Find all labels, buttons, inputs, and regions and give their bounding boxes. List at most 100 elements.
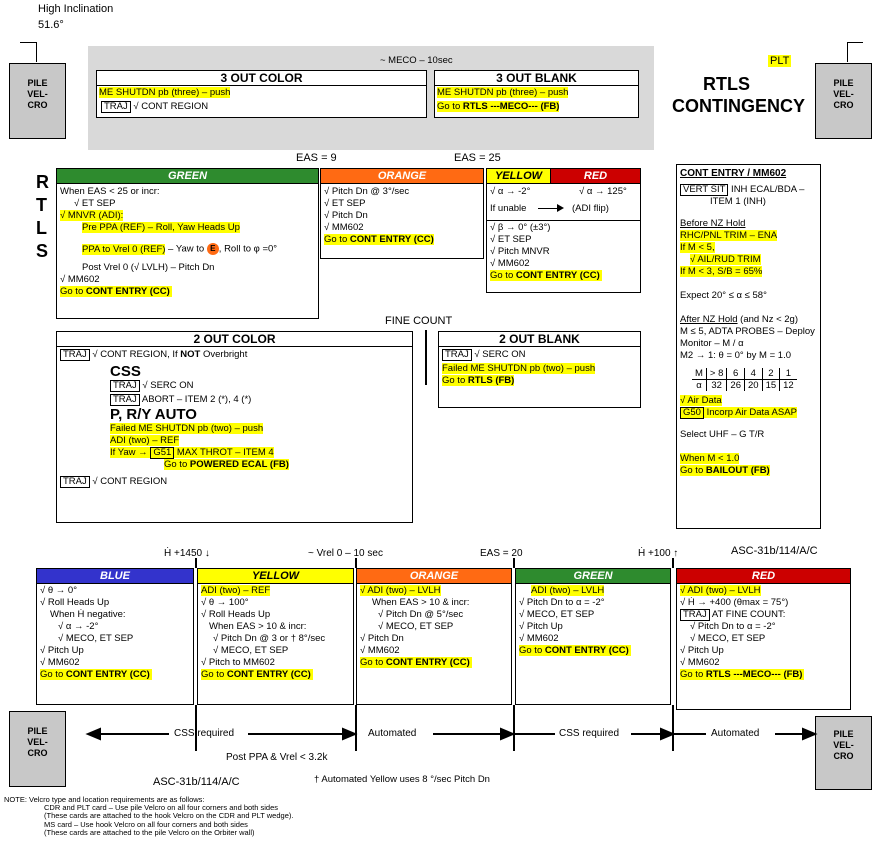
step-text: √ Pitch Dn bbox=[360, 633, 404, 644]
arrow-right-icon bbox=[538, 208, 558, 209]
regime-divider bbox=[195, 558, 197, 568]
step-text: √ CONT REGION bbox=[133, 101, 209, 112]
step-text: ME SHUTDN pb (three) – push bbox=[437, 87, 569, 98]
goto-text: Go to RTLS (FB) bbox=[442, 375, 515, 386]
step-text: √ Pitch Dn @ 3 or † 8°/sec bbox=[213, 633, 326, 644]
step-text: After NZ Hold bbox=[680, 314, 738, 325]
step-text: ITEM 1 (INH) bbox=[710, 196, 766, 207]
step-text: (and Nz < 2g) bbox=[737, 314, 799, 325]
traj-key: TRAJ bbox=[442, 349, 472, 361]
box-title: BLUE bbox=[37, 569, 193, 584]
step-text: √ Air Data bbox=[680, 395, 722, 406]
step-text: Expect 20° ≤ α ≤ 58° bbox=[680, 290, 767, 301]
traj-key: TRAJ bbox=[60, 349, 90, 361]
regime-divider bbox=[513, 558, 515, 568]
orange-regime-box: ORANGE √ ADI (two) – LVLH When EAS > 10 … bbox=[356, 568, 512, 705]
step-text: ADI (two) – LVLH bbox=[531, 585, 605, 596]
regime-divider bbox=[195, 705, 197, 751]
orange-regime-box: ORANGE √ Pitch Dn @ 3°/sec √ ET SEP √ Pi… bbox=[320, 168, 484, 259]
step-text: √ θ → 100° bbox=[201, 597, 249, 608]
step-text: √ MECO, ET SEP bbox=[378, 621, 454, 632]
goto-text: Go to CONT ENTRY (CC) bbox=[360, 657, 472, 668]
table-cell: 12 bbox=[779, 379, 797, 391]
e-flag-icon: E bbox=[206, 243, 219, 255]
goto-text: Go to RTLS ---MECO--- (FB) bbox=[680, 669, 805, 680]
g51-key: G51 bbox=[150, 447, 175, 459]
step-text: NOT bbox=[180, 349, 201, 360]
step-text: When Ḣ negative: bbox=[50, 609, 126, 620]
corner-mark bbox=[36, 42, 37, 62]
fine-count-label: FINE COUNT bbox=[385, 315, 453, 327]
box-title: YELLOW bbox=[198, 569, 353, 584]
step-text: √ CONT REGION bbox=[89, 476, 168, 487]
fine-count-divider bbox=[425, 330, 427, 385]
step-text: Overbright bbox=[200, 349, 248, 360]
box-title: 3 OUT BLANK bbox=[435, 71, 638, 86]
table-cell: 4 bbox=[743, 368, 763, 380]
step-text: G50 Incorp Air Data ASAP bbox=[680, 407, 797, 419]
page-title-line2: CONTINGENCY bbox=[672, 96, 806, 116]
box-title: 2 OUT COLOR bbox=[57, 332, 412, 347]
card-id: ASC-31b/114/A/C bbox=[731, 545, 818, 557]
green-regime-box: GREEN When EAS < 25 or incr: √ ET SEP √ … bbox=[56, 168, 319, 319]
step-text: When EAS > 10 & incr: bbox=[209, 621, 307, 632]
step-text: √ Pitch Dn bbox=[324, 210, 368, 221]
step-text: √ Pitch Dn @ 5°/sec bbox=[378, 609, 464, 620]
goto-text: Go to CONT ENTRY (CC) bbox=[519, 645, 631, 656]
css-heading: CSS bbox=[110, 363, 141, 380]
arrow-head bbox=[802, 727, 818, 741]
step-text: √ MECO, ET SEP bbox=[519, 609, 595, 620]
eas-label: EAS = 20 bbox=[480, 548, 523, 559]
velcro-note: NOTE: Velcro type and location requireme… bbox=[4, 795, 294, 837]
hdot-label: Ḣ +100 ↑ bbox=[638, 548, 679, 559]
step-text: √ β → 0° (±3°) bbox=[490, 222, 551, 233]
three-out-color-box: 3 OUT COLOR ME SHUTDN pb (three) – push … bbox=[96, 70, 427, 118]
step-text: √ MECO, ET SEP bbox=[690, 633, 766, 644]
step-text: √ α → -2° bbox=[58, 621, 99, 632]
step-text: √ Pitch Dn to α = -2° bbox=[690, 621, 776, 632]
table-cell: 32 bbox=[705, 379, 727, 391]
step-text: √ Pitch Dn @ 3°/sec bbox=[324, 186, 410, 197]
step-text: √ Ḣ → +400 (θmax = 75°) bbox=[680, 597, 789, 608]
step-text: √ Roll Heads Up bbox=[40, 597, 110, 608]
step-text: √ Pitch Up bbox=[680, 645, 724, 656]
step-text: RHC/PNL TRIM – ENA bbox=[680, 230, 778, 241]
table-cell: 2 bbox=[761, 368, 780, 380]
meco-label: ~ MECO – 10sec bbox=[380, 55, 453, 66]
vrel-label: ~ Vrel 0 – 10 sec bbox=[308, 548, 383, 559]
vert-sit-key: VERT SIT bbox=[680, 184, 729, 196]
step-text: √ MM602 bbox=[519, 633, 559, 644]
step-text: When EAS < 25 or incr: bbox=[60, 186, 160, 197]
step-text: √ MECO, ET SEP bbox=[213, 645, 289, 656]
goto-text: Go to CONT ENTRY (CC) bbox=[201, 669, 313, 680]
step-text: Select UHF – G T/R bbox=[680, 429, 765, 440]
two-out-color-box: 2 OUT COLOR TRAJ √ CONT REGION, If NOT O… bbox=[56, 331, 413, 523]
yellow-red-regime-box: YELLOW RED √ α → -2° If unable √ α → 125… bbox=[486, 168, 641, 293]
pry-heading: P, R/Y AUTO bbox=[110, 406, 197, 423]
mach-alpha-table: M > 8 6 4 2 1 α 32 26 20 15 12 bbox=[692, 368, 797, 391]
arrow-head bbox=[660, 727, 676, 741]
step-text: When EAS > 10 & incr: bbox=[372, 597, 470, 608]
step-text: √ ADI (two) – LVLH bbox=[680, 585, 761, 596]
traj-key: TRAJ bbox=[680, 609, 710, 621]
goto-text: Go to CONT ENTRY (CC) bbox=[490, 270, 602, 281]
box-title: GREEN bbox=[57, 169, 318, 184]
step-text: √ Roll Heads Up bbox=[201, 609, 271, 620]
plt-tag: PLT bbox=[768, 55, 792, 67]
step-text: If Yaw → G51 MAX THROT – ITEM 4 bbox=[110, 447, 274, 459]
eas-label: EAS = 25 bbox=[454, 152, 501, 164]
step-text: √ ET SEP bbox=[74, 198, 116, 209]
box-title: 2 OUT BLANK bbox=[439, 332, 640, 347]
inclination-title: High Inclination bbox=[38, 3, 114, 15]
step-text: √ Pitch Up bbox=[519, 621, 563, 632]
note-line: (These cards are attached to the pile Ve… bbox=[44, 827, 255, 837]
step-text: – Yaw to bbox=[165, 243, 207, 255]
note-line: (These cards are attached to the hook Ve… bbox=[44, 811, 294, 821]
arrow-head bbox=[342, 727, 358, 741]
css-required-label: CSS required bbox=[559, 728, 620, 739]
step-text: √ ET SEP bbox=[324, 198, 366, 209]
step-text: √ Pitch Up bbox=[40, 645, 84, 656]
